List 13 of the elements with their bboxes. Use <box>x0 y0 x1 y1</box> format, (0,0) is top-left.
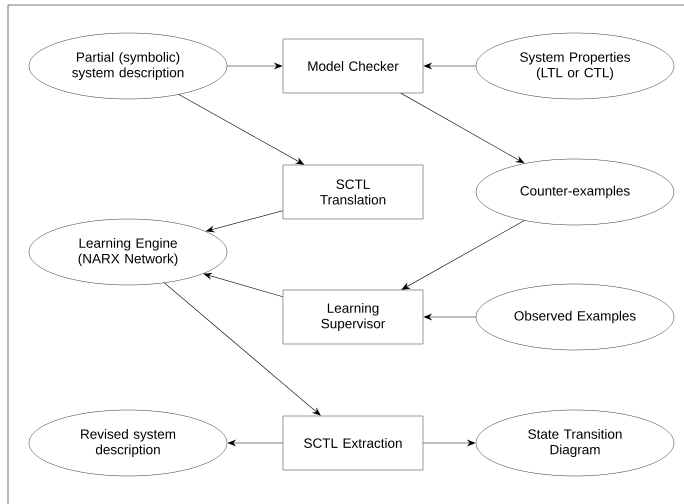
process-box: SCTL Extraction <box>282 416 424 470</box>
ellipse-node: Revised system description <box>28 410 228 476</box>
process-box: Model Checker <box>282 38 424 94</box>
ellipse-node: System Properties (LTL or CTL) <box>476 32 674 100</box>
process-box: Learning Supervisor <box>282 290 424 344</box>
ellipse-node: State Transition Diagram <box>476 410 674 476</box>
ellipse-node: Partial (symbolic) system description <box>28 32 228 100</box>
ellipse-node: Counter-examples <box>476 158 674 226</box>
process-box: SCTL Translation <box>282 164 424 220</box>
ellipse-node: Learning Engine (NARX Network) <box>28 218 228 286</box>
arrow <box>178 94 304 165</box>
ellipse-node: Observed Examples <box>476 284 674 350</box>
arrow <box>164 282 321 416</box>
